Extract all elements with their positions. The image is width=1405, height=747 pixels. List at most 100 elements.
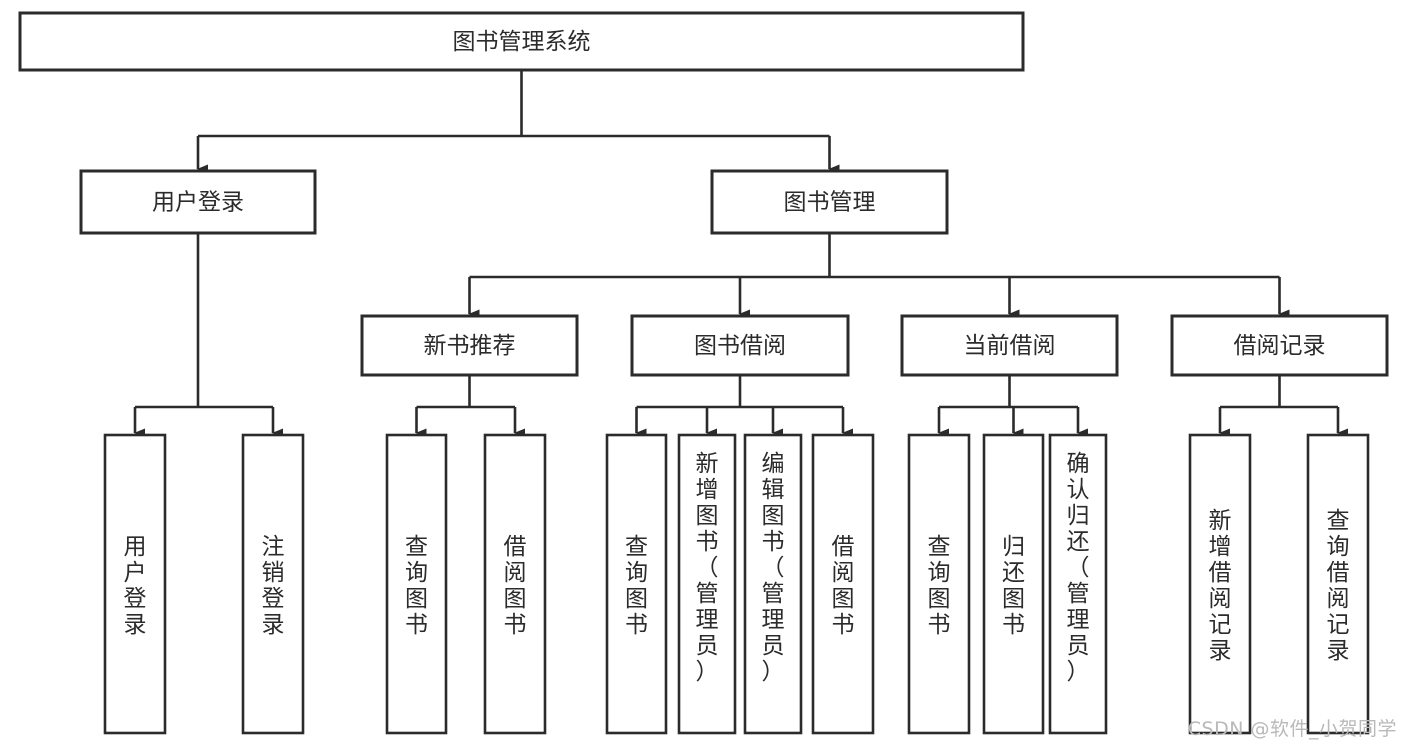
node-leaf-query-book-2[interactable] bbox=[605, 433, 668, 735]
node-root[interactable] bbox=[18, 11, 1025, 72]
svg-text:借: 借 bbox=[1327, 560, 1350, 586]
node-borrow-record-label: 借阅记录 bbox=[1234, 333, 1326, 359]
svg-text:还: 还 bbox=[1067, 529, 1090, 555]
node-leaf-user-login-label: 用户登录 bbox=[124, 534, 147, 638]
svg-text:记: 记 bbox=[1209, 612, 1232, 638]
svg-text:）: ） bbox=[696, 659, 719, 685]
svg-text:管: 管 bbox=[762, 581, 785, 607]
edges-layer bbox=[133, 70, 1348, 438]
node-borrow-record[interactable] bbox=[1170, 314, 1389, 377]
svg-text:（: （ bbox=[762, 555, 785, 581]
svg-text:新: 新 bbox=[1209, 508, 1232, 534]
svg-text:借: 借 bbox=[504, 534, 527, 560]
svg-text:管: 管 bbox=[1067, 581, 1090, 607]
node-book-borrow[interactable] bbox=[630, 314, 850, 377]
node-leaf-logout[interactable] bbox=[241, 433, 305, 735]
svg-text:询: 询 bbox=[928, 560, 951, 586]
node-leaf-query-borrow-record[interactable] bbox=[1306, 433, 1370, 735]
node-user-login[interactable] bbox=[79, 169, 317, 235]
svg-text:图: 图 bbox=[504, 586, 527, 612]
nodes-layer: 图书管理系统用户登录图书管理新书推荐图书借阅当前借阅借阅记录用户登录注销登录查询… bbox=[18, 11, 1389, 735]
svg-text:理: 理 bbox=[762, 607, 785, 633]
node-user-login-label: 用户登录 bbox=[152, 190, 244, 216]
svg-text:）: ） bbox=[762, 659, 785, 685]
svg-text:书: 书 bbox=[762, 529, 785, 555]
svg-text:查: 查 bbox=[928, 534, 951, 560]
node-new-book-recommend-label: 新书推荐 bbox=[424, 333, 516, 359]
node-leaf-add-book-admin[interactable] bbox=[677, 433, 737, 735]
node-leaf-return-book[interactable] bbox=[982, 433, 1045, 735]
svg-text:图: 图 bbox=[625, 586, 648, 612]
node-book-borrow-label: 图书借阅 bbox=[694, 333, 786, 359]
svg-text:登: 登 bbox=[262, 586, 285, 612]
svg-text:员: 员 bbox=[1067, 633, 1090, 659]
svg-text:认: 认 bbox=[1067, 477, 1090, 503]
svg-text:阅: 阅 bbox=[504, 560, 527, 586]
svg-text:书: 书 bbox=[696, 529, 719, 555]
svg-text:阅: 阅 bbox=[832, 560, 855, 586]
svg-text:理: 理 bbox=[1067, 607, 1090, 633]
node-leaf-borrow-book-2[interactable] bbox=[811, 433, 875, 735]
svg-text:借: 借 bbox=[832, 534, 855, 560]
svg-text:归: 归 bbox=[1002, 534, 1025, 560]
node-book-management-label: 图书管理 bbox=[784, 190, 876, 216]
svg-text:（: （ bbox=[696, 555, 719, 581]
svg-text:登: 登 bbox=[124, 586, 147, 612]
svg-text:员: 员 bbox=[696, 633, 719, 659]
node-root-label: 图书管理系统 bbox=[453, 29, 591, 55]
node-book-management[interactable] bbox=[710, 169, 949, 235]
node-leaf-borrow-book-1[interactable] bbox=[483, 433, 547, 735]
svg-text:增: 增 bbox=[696, 477, 719, 503]
node-new-book-recommend[interactable] bbox=[360, 314, 579, 377]
svg-text:录: 录 bbox=[1209, 638, 1232, 664]
node-leaf-query-book-1[interactable] bbox=[385, 433, 448, 735]
svg-text:书: 书 bbox=[1002, 612, 1025, 638]
svg-text:查: 查 bbox=[625, 534, 648, 560]
svg-text:书: 书 bbox=[504, 612, 527, 638]
svg-text:理: 理 bbox=[696, 607, 719, 633]
svg-text:借: 借 bbox=[1209, 560, 1232, 586]
svg-text:阅: 阅 bbox=[1209, 586, 1232, 612]
svg-text:书: 书 bbox=[405, 612, 428, 638]
svg-text:图: 图 bbox=[832, 586, 855, 612]
svg-text:图: 图 bbox=[928, 586, 951, 612]
svg-text:辑: 辑 bbox=[762, 477, 785, 503]
svg-text:管: 管 bbox=[696, 581, 719, 607]
node-current-borrow-label: 当前借阅 bbox=[964, 333, 1056, 359]
node-leaf-user-login[interactable] bbox=[103, 433, 167, 735]
svg-text:用: 用 bbox=[124, 534, 147, 560]
node-leaf-confirm-return-admin[interactable] bbox=[1048, 433, 1108, 735]
svg-text:注: 注 bbox=[262, 534, 285, 560]
csdn-watermark: CSDN @软件_小贺同学 bbox=[1187, 718, 1397, 740]
svg-text:询: 询 bbox=[405, 560, 428, 586]
node-leaf-edit-book-admin[interactable] bbox=[743, 433, 803, 735]
svg-text:书: 书 bbox=[832, 612, 855, 638]
svg-text:录: 录 bbox=[124, 612, 147, 638]
svg-text:编: 编 bbox=[762, 451, 785, 477]
svg-text:还: 还 bbox=[1002, 560, 1025, 586]
svg-text:员: 员 bbox=[762, 633, 785, 659]
svg-text:书: 书 bbox=[928, 612, 951, 638]
node-leaf-query-book-3[interactable] bbox=[907, 433, 971, 735]
svg-text:录: 录 bbox=[1327, 638, 1350, 664]
node-current-borrow[interactable] bbox=[900, 314, 1119, 377]
node-leaf-add-borrow-record[interactable] bbox=[1188, 433, 1252, 735]
svg-text:归: 归 bbox=[1067, 503, 1090, 529]
svg-text:户: 户 bbox=[124, 560, 147, 586]
svg-text:）: ） bbox=[1067, 659, 1090, 685]
svg-text:确: 确 bbox=[1067, 451, 1090, 477]
